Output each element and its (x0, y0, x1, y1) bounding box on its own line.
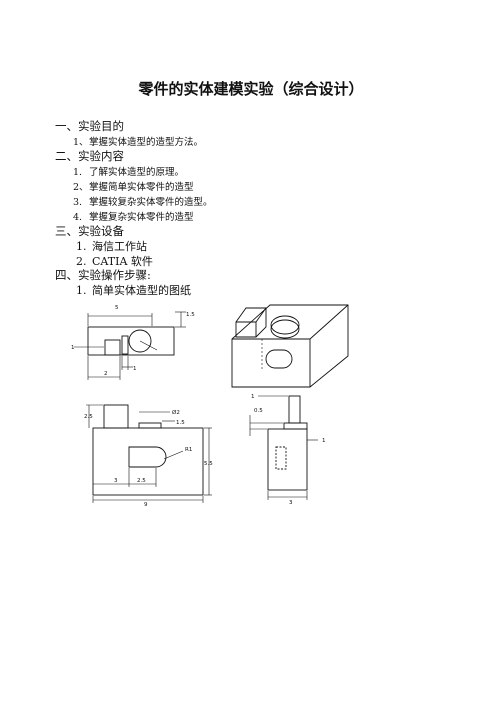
dim-front-total-height: 5.5 (204, 461, 213, 467)
isometric-view (231, 304, 349, 388)
section-heading-purpose: 一、实验目的 (55, 119, 124, 133)
dim-front-a: 3 (114, 478, 118, 484)
section-heading-steps: 四、实验操作步骤: (55, 268, 151, 282)
front-view: 2.5 Ø2 1.5 R1 5.5 3 2.5 9 (84, 404, 213, 508)
dim-top-left: 1 (71, 345, 75, 351)
dim-front-radius: R1 (185, 447, 192, 453)
dim-top-bottom: 2 (104, 371, 108, 377)
dim-front-diameter: Ø2 (172, 409, 180, 416)
side-view: 1 0.5 1 3 (249, 394, 326, 506)
list-item: 2、掌握简单实体零件的造型 (73, 182, 194, 193)
list-item: 1.了解实体造型的原理。 (73, 167, 185, 178)
dim-front-b: 2.5 (137, 478, 146, 484)
dim-front-total-width: 9 (144, 502, 148, 508)
dim-side-top: 1 (251, 394, 255, 400)
list-item: 2.CATIA 软件 (76, 255, 153, 268)
list-item: 1、掌握实体造型的造型方法。 (73, 137, 204, 148)
section-heading-equipment: 三、实验设备 (55, 224, 124, 238)
list-item: 4.掌握复杂实体零件的造型 (73, 212, 194, 223)
section-heading-content: 二、实验内容 (55, 149, 124, 163)
list-item: 3.掌握较复杂实体零件的造型。 (73, 197, 213, 208)
dim-top-width: 5 (115, 305, 119, 311)
list-item: 1.简单实体造型的图纸 (76, 284, 191, 297)
dim-side-bottom: 3 (289, 500, 293, 506)
dim-side-step: 0.5 (254, 408, 263, 414)
dim-front-height: 2.5 (84, 414, 93, 420)
dim-front-step: 1.5 (176, 420, 185, 426)
dim-top-right: 1.5 (186, 312, 195, 318)
top-view: 5 1.5 1 2 1 (71, 305, 195, 380)
dim-top-small: 1 (133, 366, 137, 372)
page-title: 零件的实体建模实验（综合设计） (138, 80, 364, 98)
list-item: 1.海信工作站 (76, 240, 147, 253)
dim-side-right: 1 (322, 438, 326, 444)
